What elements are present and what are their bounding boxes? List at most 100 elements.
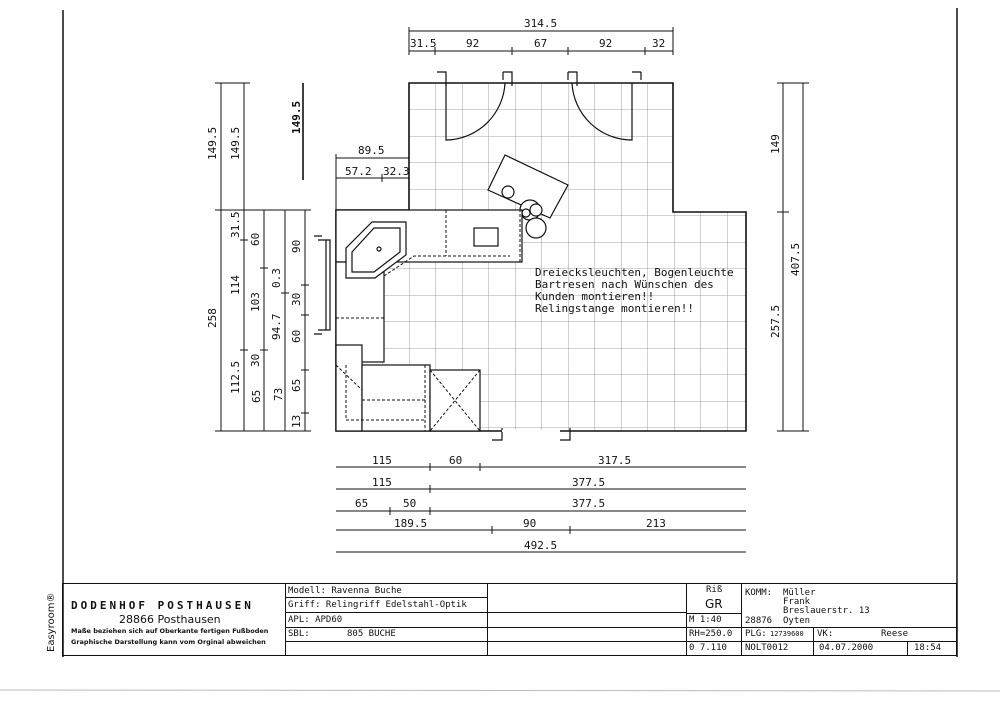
- dim-b1-2: 60: [449, 454, 462, 467]
- double-door-top: [437, 71, 642, 141]
- dim-left-c2-1: 149.5: [229, 127, 242, 160]
- dim-left-c2-3: 114: [229, 275, 242, 295]
- sbl-field-label: SBL:: [288, 629, 310, 639]
- sbl-field-value: 805 BUCHE: [347, 629, 396, 639]
- code-field: NOLT0012: [745, 643, 789, 653]
- dim-b1-3: 317.5: [598, 454, 631, 467]
- dim-top-seg3: 67: [534, 37, 547, 50]
- komm-street: Breslauerstr. 13: [783, 606, 870, 616]
- dim-left-c2-5: 65: [250, 390, 263, 403]
- dim-b2-2: 377.5: [572, 476, 605, 489]
- company-city: 28866 Posthausen: [119, 613, 221, 626]
- tb-divider-1: [285, 584, 286, 655]
- bar-counter: [487, 154, 569, 239]
- tb-divider-3: [686, 584, 687, 655]
- right-dimension-lines: [777, 82, 809, 432]
- dim-b3-3: 377.5: [572, 497, 605, 510]
- bottom-dimension-lines: [336, 463, 746, 553]
- dim-b1-1: 115: [372, 454, 392, 467]
- dim-top-seg5: 32: [652, 37, 665, 50]
- dim-top-seg4: 92: [599, 37, 612, 50]
- dim-right-top: 149: [769, 134, 782, 154]
- plg-value: 12739600: [770, 630, 804, 638]
- vk-value: Reese: [881, 629, 909, 639]
- dim-b4-3: 213: [646, 517, 666, 530]
- note-line-3: Kunden montieren!!: [535, 290, 654, 303]
- note-line-2: Bartresen nach Wünschen des: [535, 278, 714, 291]
- komm-zip: 28876: [745, 616, 773, 626]
- room-height-field: RH=250.0: [689, 629, 733, 639]
- easyroom-logo: Easyroom®: [46, 590, 60, 652]
- dim-b3-1: 65: [355, 497, 368, 510]
- apl-field: APL: APD60: [288, 615, 343, 625]
- dim-left-c5-2: 30: [290, 293, 303, 306]
- left-dimension-lines: [215, 82, 311, 432]
- tb-hline-9: [741, 627, 956, 628]
- dim-left-c4-2: 0.3: [270, 268, 283, 288]
- dim-left-c2-4: 112.5: [229, 361, 242, 394]
- dim-b5-1: 492.5: [524, 539, 557, 552]
- dim-bump-total: 89.5: [358, 144, 385, 157]
- easyroom-label: Easyroom®: [46, 592, 57, 652]
- dim-left-c4-1: 94.7: [270, 314, 283, 341]
- vk-label: VK:: [817, 629, 834, 639]
- dim-top-seg2: 92: [466, 37, 479, 50]
- komm-city: Oyten: [783, 616, 811, 626]
- tb-hline-2: [285, 612, 487, 613]
- tb-divider-2: [487, 584, 488, 655]
- tb-hline-4: [487, 612, 686, 613]
- fine-print-2: Graphische Darstellung kann vom Orginal …: [71, 638, 266, 646]
- tb-divider-4: [741, 584, 742, 655]
- tb-hline-5: [487, 627, 686, 628]
- modell-field: Modell: Ravenna Buche: [288, 586, 402, 596]
- company-name: DODENHOF POSTHAUSEN: [71, 599, 254, 612]
- dim-top-seg1: 31.5: [410, 37, 437, 50]
- scale-field: M 1:40: [689, 615, 722, 625]
- door-bottom-wall: [492, 428, 571, 441]
- dim-left-c3-4: 73: [272, 388, 285, 401]
- komm-name2: Frank: [783, 597, 811, 607]
- installation-note: Dreiecksleuchten, Bogenleuchte Bartresen…: [535, 266, 734, 315]
- tb-hline-6: [286, 641, 956, 642]
- tb-hline-7: [686, 613, 741, 614]
- dim-top-total: 314.5: [524, 17, 557, 30]
- dim-left-c5-1: 90: [290, 240, 303, 253]
- dim-left-c5-5: 13: [290, 415, 303, 428]
- griff-field: Griff: Relingriff Edelstahl-Optik: [288, 600, 467, 610]
- tb-hline-3: [285, 627, 487, 628]
- dim-left-c3-3: 30: [249, 354, 262, 367]
- dim-b2-1: 115: [372, 476, 392, 489]
- plg-label: PLG:: [745, 629, 767, 639]
- dim-left-c2-2: 31.5: [229, 212, 242, 239]
- tb-divider-6: [907, 641, 908, 655]
- dim-right-total: 407.5: [789, 243, 802, 276]
- window-left-wall: [314, 235, 331, 335]
- tb-divider-5: [813, 627, 814, 655]
- note-line-4: Relingstange montieren!!: [535, 302, 694, 315]
- dim-left-outer-top: 149.5: [206, 127, 219, 160]
- cabinet-dashed-lines: [335, 209, 521, 432]
- dim-left-c3-1: 60: [249, 233, 262, 246]
- dim-left-outer-total: 258: [206, 308, 219, 328]
- scan-edge-line: [0, 689, 1000, 692]
- dim-left-marked: 149.5: [290, 101, 303, 134]
- dim-b3-2: 50: [403, 497, 416, 510]
- tb-hline-1: [285, 597, 487, 598]
- dim-bump-seg1: 57.2: [345, 165, 372, 178]
- dim-right-bottom: 257.5: [769, 305, 782, 338]
- date-field: 04.07.2000: [819, 643, 874, 653]
- bump-dimension-lines: [335, 154, 410, 210]
- komm-label: KOMM:: [745, 588, 773, 598]
- riss-label: Riß: [706, 585, 723, 595]
- time-field: 18:54: [914, 643, 942, 653]
- note-line-1: Dreiecksleuchten, Bogenleuchte: [535, 266, 734, 279]
- dim-left-c5-3: 60: [290, 330, 303, 343]
- top-dimension-lines: [408, 27, 674, 55]
- number-field: 0 7.110: [689, 643, 727, 653]
- dim-left-c3-2: 103: [249, 292, 262, 312]
- gr-label: GR: [705, 597, 723, 611]
- dim-left-c5-4: 65: [290, 379, 303, 392]
- tb-hline-8: [686, 627, 741, 628]
- komm-name1: Müller: [783, 588, 816, 598]
